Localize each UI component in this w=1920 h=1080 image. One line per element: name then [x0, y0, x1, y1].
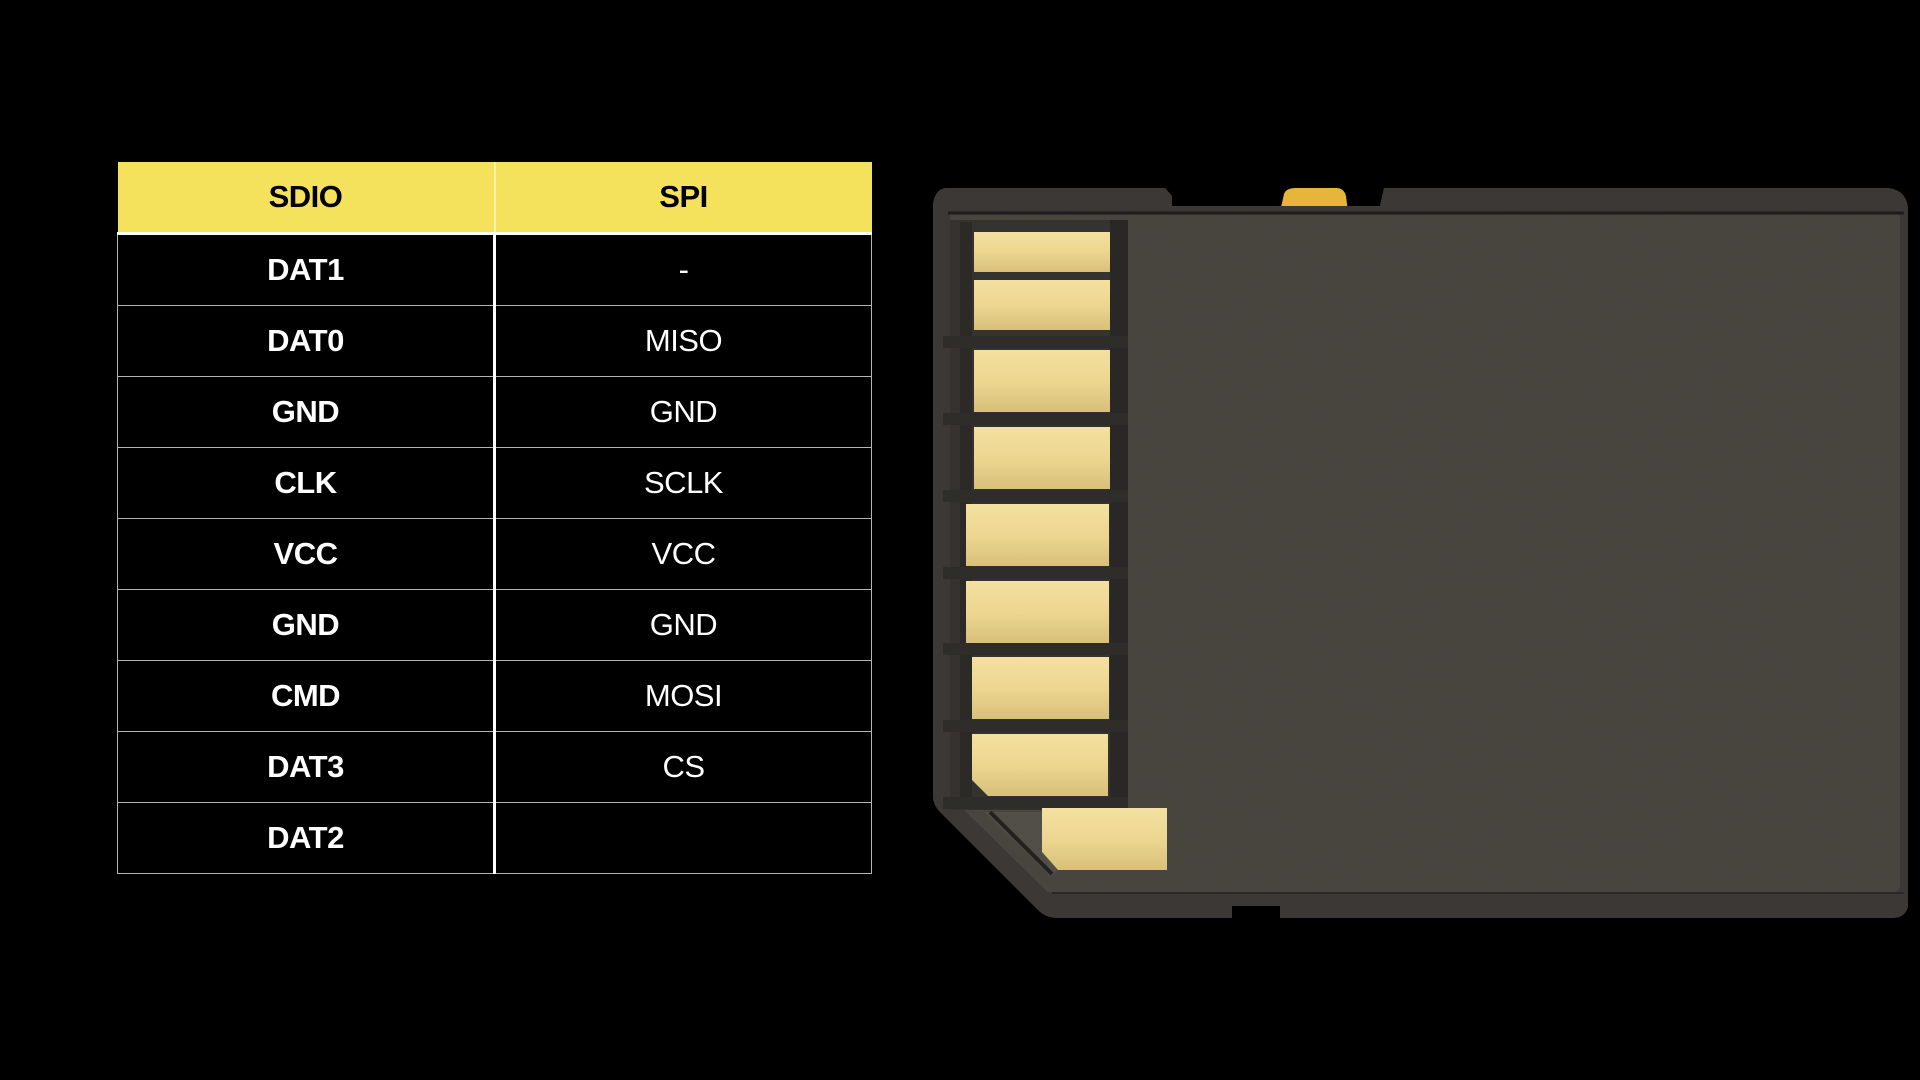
table-row: GND GND: [117, 376, 872, 448]
spi-cell: GND: [494, 589, 872, 661]
spi-cell: GND: [494, 376, 872, 448]
pin-dat1-upper: [974, 232, 1110, 272]
card-rim: [933, 188, 1908, 918]
table-row: DAT3 CS: [117, 731, 872, 803]
pin-gnd-2: [972, 657, 1109, 719]
lock-tab: [1280, 188, 1348, 212]
pin-gnd: [974, 427, 1110, 489]
pin-dat0: [974, 350, 1110, 412]
gold-contact-pins: [966, 232, 1167, 870]
table-row: VCC VCC: [117, 518, 872, 590]
sdio-cell: GND: [117, 589, 496, 661]
table-row: DAT0 MISO: [117, 305, 872, 377]
sdio-cell: GND: [117, 376, 496, 448]
card-body: [950, 214, 1900, 892]
sdio-cell: CMD: [117, 660, 496, 732]
table-header-row: SDIO SPI: [117, 162, 872, 235]
sdio-cell: DAT1: [117, 233, 496, 306]
spi-cell: -: [494, 233, 872, 306]
spi-cell: VCC: [494, 518, 872, 590]
table-row: DAT1 -: [117, 233, 872, 306]
sdio-cell: DAT0: [117, 305, 496, 377]
sd-pinout-table: SDIO SPI DAT1 - DAT0 MISO GND GND CLK SC…: [117, 162, 872, 874]
spi-cell: MOSI: [494, 660, 872, 732]
pin-clk: [966, 504, 1109, 566]
pin-dat1-lower: [974, 280, 1110, 330]
header-sdio: SDIO: [117, 162, 496, 235]
table-row: DAT2: [117, 802, 872, 874]
sdio-cell: CLK: [117, 447, 496, 519]
pin-vcc: [966, 581, 1109, 643]
spi-cell: SCLK: [494, 447, 872, 519]
spi-cell: MISO: [494, 305, 872, 377]
pin-separators: [943, 336, 1128, 809]
spi-cell: CS: [494, 731, 872, 803]
sdio-cell: DAT2: [117, 802, 496, 874]
sdio-cell: VCC: [117, 518, 496, 590]
spi-cell: [494, 802, 872, 874]
table-row: GND GND: [117, 589, 872, 661]
table-row: CMD MOSI: [117, 660, 872, 732]
sdio-cell: DAT3: [117, 731, 496, 803]
pin-cmd: [972, 734, 1108, 796]
pin-dat2: [1042, 808, 1167, 870]
header-spi: SPI: [494, 162, 872, 235]
table-row: CLK SCLK: [117, 447, 872, 519]
